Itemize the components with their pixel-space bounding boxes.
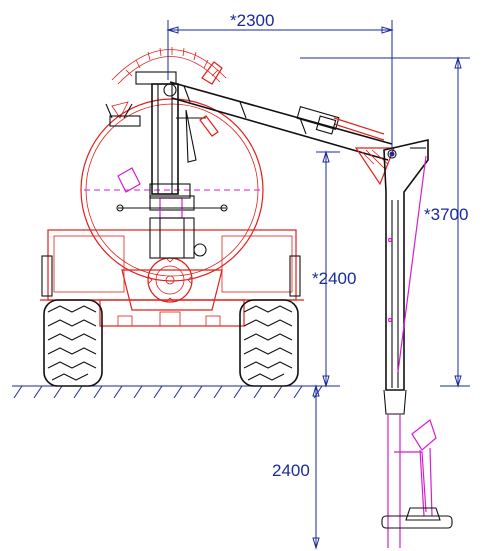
right-wheel xyxy=(239,255,301,387)
tanker-body xyxy=(40,47,304,327)
boom-mast xyxy=(135,61,223,199)
dimension-depth xyxy=(312,384,320,550)
left-wheel xyxy=(41,255,103,387)
boom-vertical-arm xyxy=(383,138,429,415)
ground-line xyxy=(12,385,340,399)
boom-arm xyxy=(169,81,397,186)
hose-assembly xyxy=(381,414,453,548)
boom-reach-label: *2300 xyxy=(230,11,274,30)
pivot-height-label: *2400 xyxy=(312,269,356,288)
boom-height-label: *3700 xyxy=(424,205,468,224)
dimension-boom-reach xyxy=(166,20,394,150)
depth-label: 2400 xyxy=(272,461,310,480)
dimension-boom-height xyxy=(300,56,470,388)
dimension-pivot-height xyxy=(316,150,340,388)
